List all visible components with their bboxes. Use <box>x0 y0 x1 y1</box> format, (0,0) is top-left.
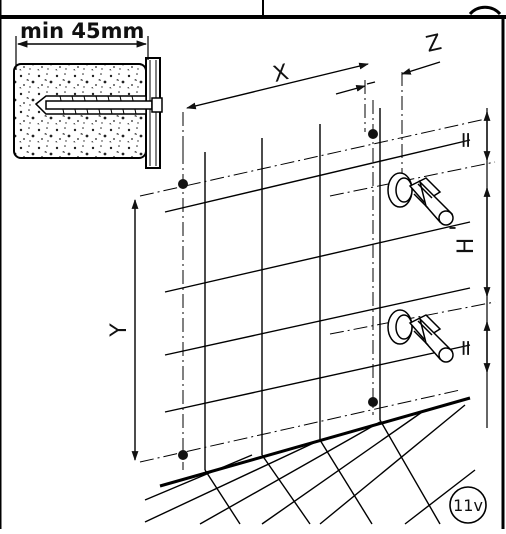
dimension-h-label: H <box>454 238 479 255</box>
mounting-hole-top-left <box>178 179 188 189</box>
dimension-y: Y <box>107 199 139 461</box>
dimension-h-prime: ' <box>447 225 472 231</box>
dimension-z: Z <box>335 30 444 95</box>
dimension-equal-lower: = <box>454 339 479 357</box>
dimension-right-stack: = H ' = <box>447 108 491 428</box>
min-depth-label: min 45mm <box>20 19 144 43</box>
water-connection-upper <box>387 172 454 226</box>
wall-dowel <box>34 95 163 115</box>
figure-badge: 11v <box>449 486 487 524</box>
figure-badge-label: 11v <box>453 496 483 515</box>
mounting-hole-bottom-right <box>368 397 378 407</box>
construction-lines <box>139 72 496 470</box>
wall-tile-grid <box>144 108 476 525</box>
water-connection-lower <box>387 309 454 363</box>
dimension-y-label: Y <box>107 323 132 338</box>
mounting-hole-bottom-left <box>178 450 188 460</box>
mounting-hole-top-right <box>368 129 378 139</box>
dimension-x-label: X <box>271 60 291 88</box>
min-depth-dimension: min 45mm <box>15 19 149 70</box>
anchor-detail-inset: min 45mm <box>13 19 163 169</box>
dimension-equal-upper: = <box>454 131 479 149</box>
dimension-z-label: Z <box>424 30 444 58</box>
dimension-x: X <box>186 60 369 110</box>
mounting-holes <box>178 129 378 460</box>
